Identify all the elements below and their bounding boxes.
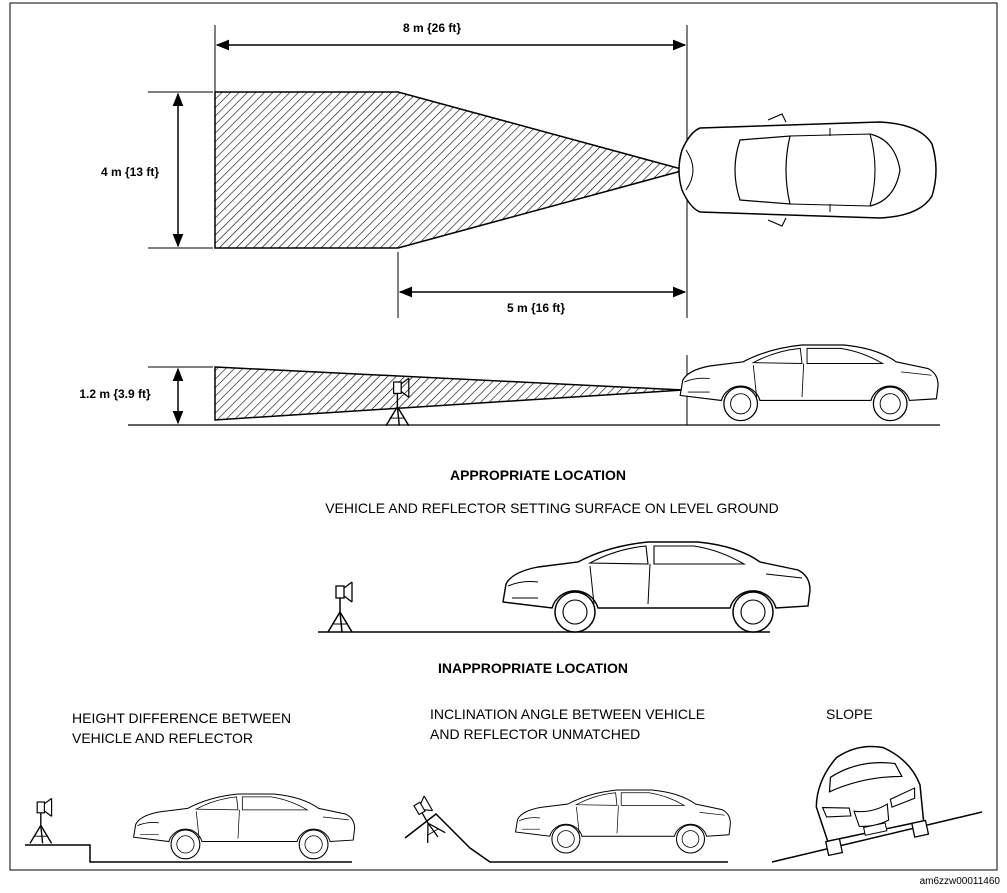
car-side-view — [679, 344, 939, 422]
detection-area-side — [214, 366, 684, 421]
car-top-view — [678, 113, 937, 227]
car-inclination — [514, 789, 731, 854]
reflector-height-difference — [29, 797, 53, 845]
car-slope-front-view — [815, 745, 930, 857]
appropriate-heading: APPROPRIATE LOCATION — [450, 467, 626, 483]
appropriate-caption: VEHICLE AND REFLECTOR SETTING SURFACE ON… — [325, 500, 779, 516]
inappropriate-heading: INAPPROPRIATE LOCATION — [438, 660, 628, 676]
car-height-difference — [133, 793, 356, 860]
top-view: 8 m {26 ft} 4 m {13 ft} 5 m {16 ft} — [101, 21, 937, 318]
taper-dimension-label: 5 m {16 ft} — [507, 301, 565, 315]
slope-label: SLOPE — [826, 706, 873, 722]
inclination-line2: AND REFLECTOR UNMATCHED — [430, 726, 640, 742]
inclination-line1: INCLINATION ANGLE BETWEEN VEHICLE — [430, 706, 705, 722]
height-difference-line1: HEIGHT DIFFERENCE BETWEEN — [72, 710, 291, 726]
figure-code: am6zzw00011460 — [920, 876, 1001, 887]
appropriate-section: APPROPRIATE LOCATION VEHICLE AND REFLECT… — [318, 467, 811, 633]
reflector-inclined — [405, 795, 446, 844]
length-dimension-label: 8 m {26 ft} — [403, 21, 461, 35]
car-appropriate — [502, 541, 811, 633]
slope-ground — [771, 811, 983, 863]
inclined-ground — [404, 813, 728, 863]
detection-area-top — [214, 91, 688, 249]
frame-border — [9, 2, 998, 871]
height-dimension-label: 1.2 m {3.9 ft} — [79, 387, 151, 401]
reflector-appropriate — [327, 581, 353, 633]
inappropriate-section: INAPPROPRIATE LOCATION HEIGHT DIFFERENCE… — [25, 660, 983, 863]
height-difference-line2: VEHICLE AND REFLECTOR — [72, 730, 253, 746]
stepped-ground — [25, 844, 352, 863]
width-dimension-label: 4 m {13 ft} — [101, 165, 159, 179]
side-view: 1.2 m {3.9 ft} — [79, 344, 940, 427]
